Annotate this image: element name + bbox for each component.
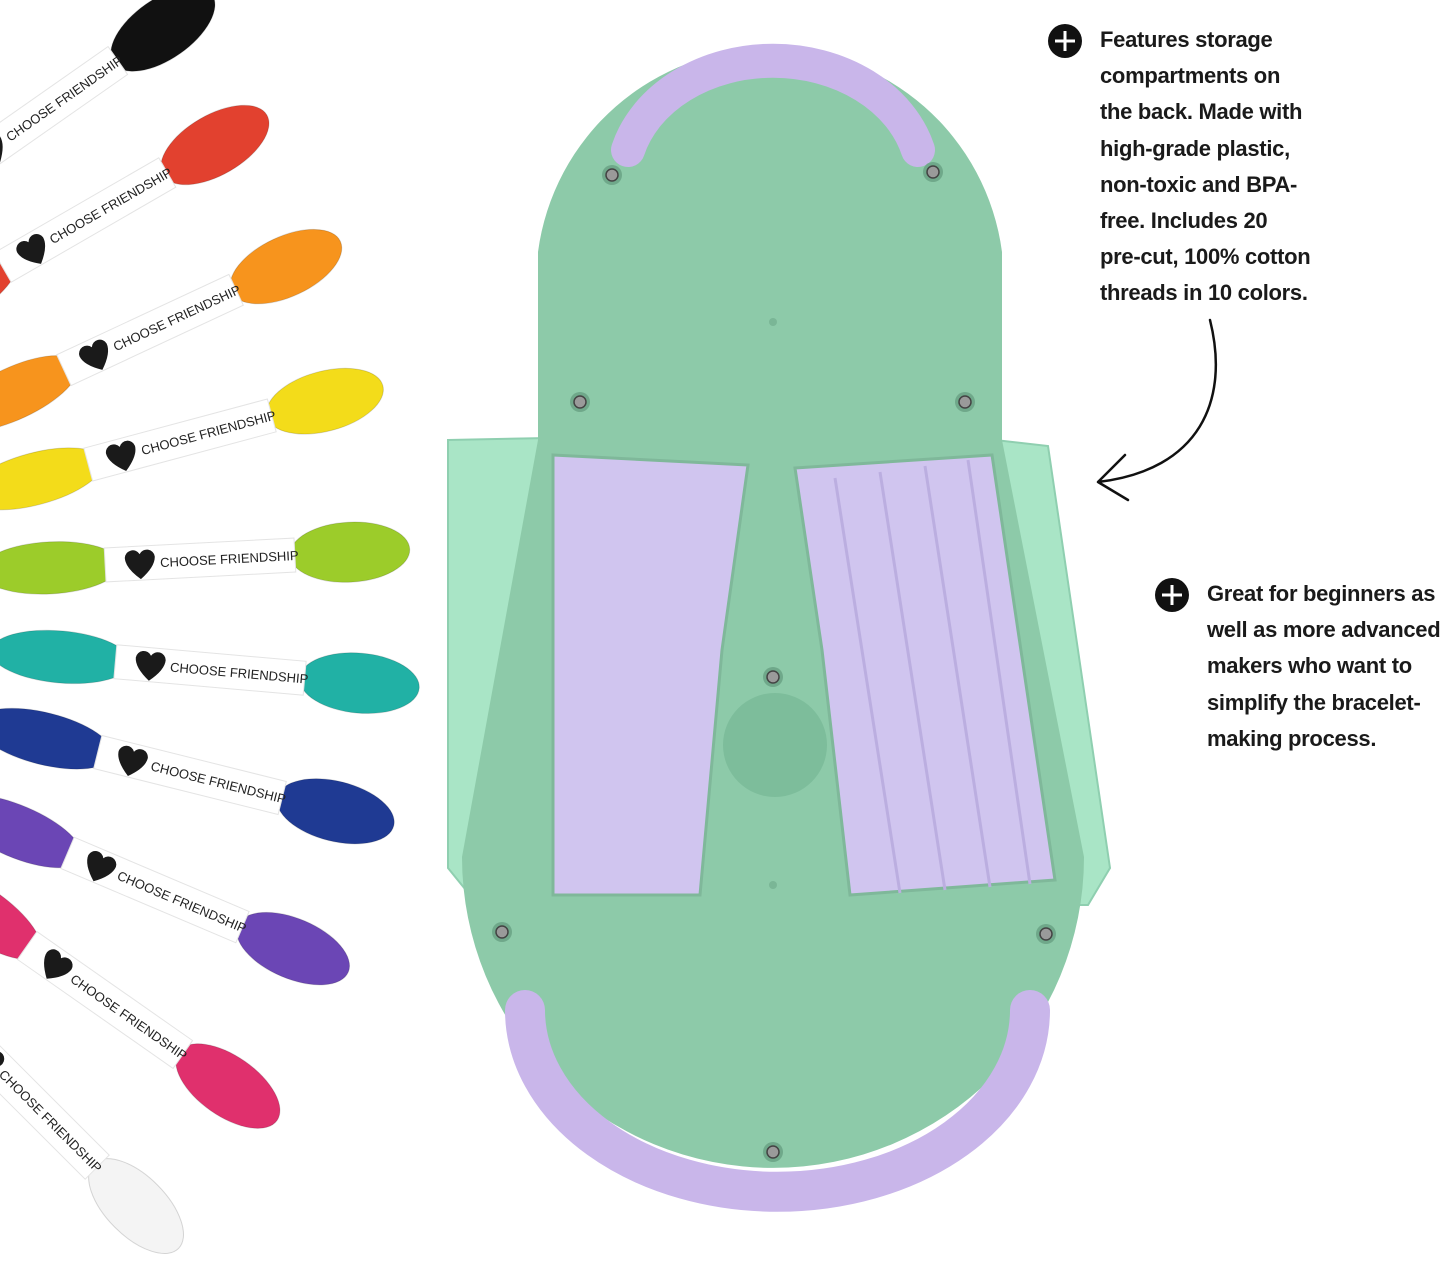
heart-icon (87, 851, 117, 882)
bottom-arc-pad (505, 990, 1050, 1212)
feature-text: Features storage compartments on the bac… (1100, 22, 1311, 312)
left-compartment (551, 453, 750, 897)
thread-label: CHOOSE FRIENDSHIP (115, 868, 249, 936)
arrow-icon (1096, 318, 1218, 502)
feature-line: threads in 10 colors. (1100, 280, 1308, 306)
thread-skein: CHOOSE FRIENDSHIP (0, 521, 411, 595)
plus-circle-icon (1155, 578, 1189, 612)
feature-line: compartments on (1100, 63, 1281, 89)
heart-icon (135, 650, 166, 681)
thread-skein: CHOOSE FRIENDSHIP (0, 707, 395, 845)
feature-storage: Features storage compartments on the bac… (1048, 22, 1311, 312)
feature-beginners: Great for beginners as well as more adva… (1155, 576, 1440, 757)
heart-icon (118, 745, 148, 777)
feature-line: free. Includes 20 (1100, 208, 1268, 234)
feature-line: the back. Made with (1100, 99, 1303, 125)
feature-line: makers who want to (1207, 653, 1412, 679)
heart-icon (105, 440, 136, 471)
right-compartment (793, 453, 1057, 897)
plus-circle-icon (1048, 24, 1082, 58)
thread-skein: CHOOSE FRIENDSHIP (0, 367, 384, 511)
feature-line: simplify the bracelet- (1207, 689, 1421, 715)
thread-label: CHOOSE FRIENDSHIP (111, 282, 243, 354)
bracelet-loom (447, 43, 1112, 1212)
center-hole (723, 693, 827, 797)
heart-icon (79, 339, 109, 370)
thread-skein: CHOOSE FRIENDSHIP (0, 629, 420, 714)
feature-line: Great for beginners as (1207, 581, 1436, 606)
feature-line: pre-cut, 100% cotton (1100, 244, 1311, 270)
feature-line: Features storage (1100, 27, 1273, 52)
feature-line: high-grade plastic, (1100, 135, 1290, 161)
feature-line: non-toxic and BPA- (1100, 171, 1298, 197)
thread-label: CHOOSE FRIENDSHIP (160, 548, 299, 570)
heart-icon (44, 949, 73, 979)
screws (492, 162, 1056, 1162)
top-arc-pad (611, 43, 935, 167)
thread-label: CHOOSE FRIENDSHIP (47, 165, 175, 247)
thread-label: CHOOSE FRIENDSHIP (3, 53, 125, 145)
heart-icon (16, 234, 46, 264)
feature-line: well as more advanced (1207, 617, 1440, 643)
feature-line: making process. (1207, 725, 1377, 751)
thread-label: CHOOSE FRIENDSHIP (0, 1067, 105, 1176)
feature-text: Great for beginners as well as more adva… (1207, 576, 1440, 757)
heart-icon (124, 549, 155, 580)
thread-label: CHOOSE FRIENDSHIP (68, 971, 190, 1063)
